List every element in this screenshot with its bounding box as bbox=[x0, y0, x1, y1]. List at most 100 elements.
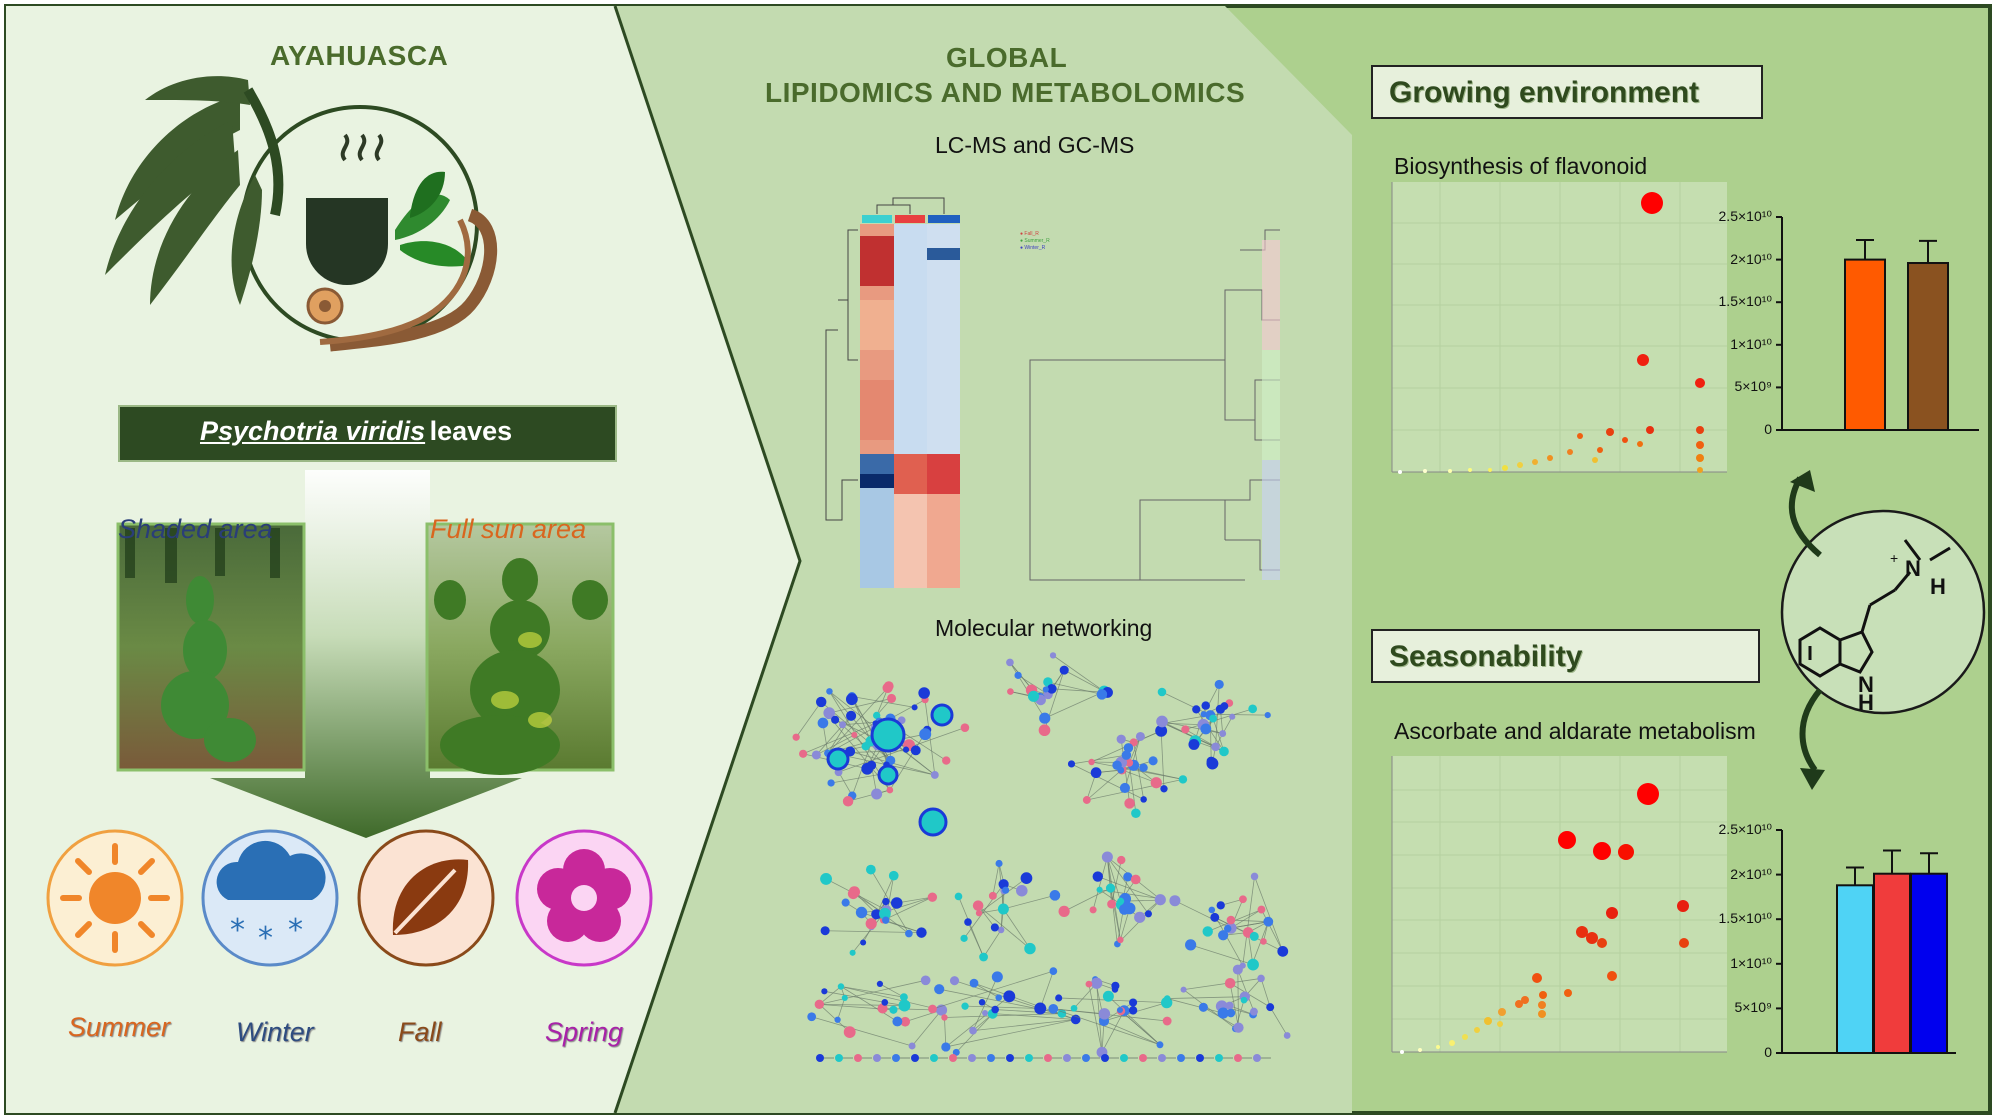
network-node bbox=[1121, 750, 1132, 760]
bar bbox=[1836, 884, 1874, 1055]
svg-text:*: * bbox=[230, 913, 245, 948]
network-node bbox=[920, 975, 931, 986]
network-node bbox=[1006, 658, 1014, 667]
network-node bbox=[839, 721, 847, 729]
network-node bbox=[1134, 911, 1146, 923]
heatmap-dendrogram bbox=[825, 197, 960, 588]
scatter-point bbox=[1567, 449, 1573, 455]
network-node bbox=[1129, 998, 1138, 1007]
network-node bbox=[1131, 808, 1141, 819]
network-edge bbox=[1161, 691, 1211, 716]
y-tick-label: 5×10⁹ bbox=[1734, 378, 1772, 395]
network-node bbox=[902, 746, 910, 753]
network-node bbox=[1248, 704, 1258, 714]
network-node bbox=[918, 687, 930, 699]
network-edge bbox=[824, 990, 885, 1003]
network-node bbox=[934, 984, 945, 995]
network-node bbox=[1266, 1003, 1275, 1012]
scatter-point bbox=[1521, 996, 1529, 1004]
network-node bbox=[892, 1054, 900, 1062]
network-edge bbox=[1230, 909, 1262, 929]
scatter-point bbox=[1641, 192, 1663, 214]
network-edge bbox=[1064, 669, 1105, 692]
network-edge bbox=[1086, 769, 1123, 801]
network-node bbox=[1112, 760, 1122, 770]
network-node bbox=[988, 891, 997, 900]
svg-text:*: * bbox=[258, 921, 273, 956]
scatter-point bbox=[1515, 1000, 1523, 1008]
bar-chart-season bbox=[1776, 829, 1956, 1055]
molecular-network bbox=[792, 652, 1291, 1062]
network-edge bbox=[1092, 856, 1108, 910]
growing-environment-box: Growing environment bbox=[1371, 65, 1763, 119]
network-title: Molecular networking bbox=[935, 615, 1153, 641]
network-edge bbox=[816, 734, 855, 756]
network-edge bbox=[1071, 763, 1144, 800]
network-edge bbox=[1101, 1010, 1125, 1053]
network-node bbox=[1192, 705, 1201, 714]
network-edge bbox=[1096, 983, 1103, 1053]
network-node bbox=[1185, 939, 1197, 951]
network-node bbox=[1208, 906, 1216, 914]
network-node bbox=[1102, 990, 1114, 1002]
network-node bbox=[1117, 897, 1125, 905]
network-node bbox=[900, 993, 908, 1002]
network-node bbox=[1120, 1054, 1128, 1062]
network-edge bbox=[840, 986, 904, 998]
y-tick-label: 2×10¹⁰ bbox=[1730, 865, 1772, 882]
network-node bbox=[960, 723, 970, 732]
network-hub-node bbox=[918, 807, 948, 837]
network-node bbox=[1091, 977, 1103, 989]
network-node bbox=[990, 923, 999, 932]
network-node bbox=[1124, 798, 1135, 809]
network-edge bbox=[1103, 1020, 1161, 1046]
network-node bbox=[949, 1054, 957, 1062]
network-edge bbox=[840, 986, 942, 1011]
network-edge bbox=[829, 698, 892, 714]
network-node bbox=[1048, 1003, 1059, 1014]
network-edge bbox=[837, 997, 846, 1020]
network-node bbox=[941, 1042, 951, 1052]
network-node bbox=[1253, 1054, 1261, 1062]
scatter-point bbox=[1418, 1048, 1422, 1052]
network-edge bbox=[1269, 1006, 1288, 1036]
season-fall: Fall bbox=[398, 1017, 442, 1047]
network-node bbox=[847, 888, 859, 900]
ayahuasca-logo-icon bbox=[105, 76, 498, 352]
network-edge bbox=[1071, 754, 1127, 765]
network-node bbox=[1098, 1008, 1111, 1020]
network-edge bbox=[1117, 764, 1184, 780]
network-node bbox=[1239, 895, 1247, 904]
scatter-point bbox=[1576, 926, 1588, 938]
network-node bbox=[1055, 994, 1063, 1002]
network-node bbox=[845, 693, 858, 706]
network-node bbox=[873, 1054, 881, 1062]
network-node bbox=[927, 892, 938, 902]
bar bbox=[1873, 872, 1911, 1055]
network-node bbox=[1202, 926, 1213, 937]
network-node bbox=[1163, 995, 1171, 1002]
network-node bbox=[995, 994, 1003, 1001]
network-edge bbox=[967, 921, 984, 958]
network-node bbox=[1155, 724, 1168, 737]
network-node bbox=[1063, 1054, 1071, 1062]
y-tick-label: 1.5×10¹⁰ bbox=[1718, 293, 1772, 310]
network-node bbox=[1125, 758, 1134, 767]
network-node bbox=[1211, 742, 1220, 752]
network-node bbox=[1101, 1054, 1109, 1062]
network-node bbox=[1214, 679, 1224, 689]
network-edge bbox=[1167, 996, 1245, 999]
scatter-point bbox=[1586, 932, 1598, 944]
network-node bbox=[1085, 980, 1093, 988]
full-sun-area-label: Full sun area bbox=[430, 514, 587, 544]
season-summer: Summer bbox=[68, 1012, 171, 1042]
network-node bbox=[1006, 1054, 1014, 1062]
network-node bbox=[876, 980, 884, 988]
network-node bbox=[1217, 1007, 1229, 1019]
network-node bbox=[865, 864, 876, 875]
network-node bbox=[1038, 724, 1051, 737]
network-node bbox=[1049, 967, 1058, 975]
network-node bbox=[964, 918, 972, 926]
scatter-point bbox=[1532, 459, 1538, 465]
network-node bbox=[1154, 894, 1166, 906]
